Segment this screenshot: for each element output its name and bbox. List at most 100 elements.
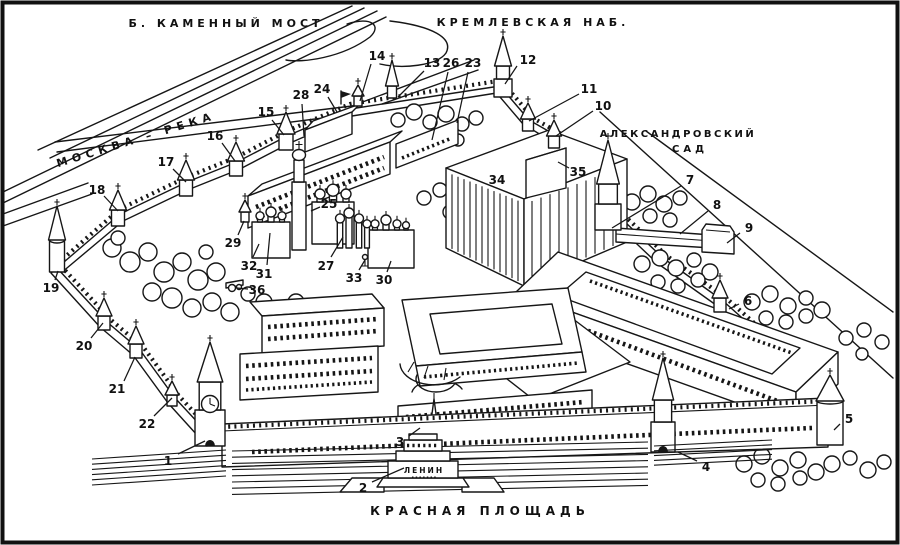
marker-leader-30: [386, 260, 392, 273]
marker-number-16: 16: [207, 129, 224, 143]
tree-icon: [405, 103, 423, 121]
marker-2: 2: [359, 467, 405, 495]
marker-leader-36: [236, 287, 249, 290]
gate-tower: [594, 133, 622, 231]
marker-number-29: 29: [225, 236, 242, 250]
gate-tower: [493, 29, 513, 98]
marker-8: 8: [679, 198, 721, 235]
garden-trees: [102, 103, 892, 492]
marker-number-11: 11: [581, 82, 598, 96]
tree-icon: [240, 286, 256, 302]
tree-icon: [761, 285, 779, 303]
wall-tower: [384, 53, 400, 99]
marker-leader-20: [90, 322, 104, 339]
marker-22: 22: [139, 397, 173, 431]
marker-leader-25: [310, 206, 321, 212]
star-icon: [101, 291, 107, 297]
star-icon: [389, 53, 395, 59]
tree-icon: [110, 230, 126, 246]
star-icon: [551, 113, 557, 119]
star-icon: [500, 29, 506, 35]
administrative-building: [239, 293, 385, 401]
marker-leader-10: [555, 110, 594, 137]
onion-dome-icon: [353, 213, 365, 224]
star-icon: [133, 319, 139, 325]
tree-icon: [686, 252, 702, 268]
marker-number-7: 7: [686, 173, 694, 187]
marker-number-10: 10: [595, 99, 612, 113]
tree-icon: [758, 310, 774, 326]
tree-icon: [859, 461, 877, 479]
tree-icon: [202, 292, 222, 312]
marker-30: 30: [376, 260, 392, 287]
marker-11: 11: [528, 82, 598, 122]
label-mausoleum: ЛЕНИН: [404, 466, 444, 475]
marker-3: 3: [396, 427, 421, 449]
marker-32: 32: [241, 243, 260, 273]
tree-icon: [422, 114, 438, 130]
marker-10: 10: [555, 99, 612, 137]
tree-icon: [138, 242, 158, 262]
tree-icon: [651, 249, 669, 267]
marker-leader-9: [726, 232, 741, 244]
tree-icon: [807, 463, 825, 481]
onion-dome-icon: [370, 219, 380, 229]
tree-icon: [778, 314, 794, 330]
lenin-mausoleum: [339, 433, 505, 493]
presidium-building: [399, 287, 587, 387]
label-embankment: КРЕМЛЕВСКАЯ НАБ.: [437, 16, 630, 29]
tree-icon: [672, 190, 688, 206]
arsenal: [515, 251, 839, 425]
star-icon: [183, 153, 189, 159]
marker-leader-8: [679, 210, 709, 235]
star-icon: [207, 335, 213, 341]
marker-20: 20: [76, 322, 104, 353]
marker-leader-5: [833, 423, 841, 431]
marker-leader-32: [252, 243, 260, 258]
star-icon: [242, 193, 248, 199]
wall-tower: [711, 273, 729, 313]
marker-35: 35: [557, 161, 586, 179]
marker-number-32: 32: [241, 259, 258, 273]
marker-number-17: 17: [158, 155, 175, 169]
onion-dome-icon: [334, 213, 346, 224]
tree-icon: [855, 347, 869, 361]
marker-number-26: 26: [443, 56, 460, 70]
marker-7: 7: [611, 173, 694, 229]
marker-14: 14: [359, 49, 385, 102]
wall-tower: [238, 193, 252, 223]
corner-tower: [47, 199, 67, 273]
marker-number-4: 4: [702, 460, 710, 474]
tree-icon: [161, 287, 183, 309]
tree-icon: [789, 451, 807, 469]
tree-icon: [735, 455, 753, 473]
wall-tower: [226, 135, 246, 177]
onion-dome-icon: [277, 211, 287, 221]
tree-icon: [838, 330, 854, 346]
wall-tower: [108, 183, 128, 227]
marker-number-34: 34: [489, 173, 506, 187]
marker-27: 27: [318, 236, 344, 273]
tree-icon: [667, 259, 685, 277]
marker-33: 33: [346, 259, 366, 285]
tree-icon: [432, 182, 448, 198]
marker-number-1: 1: [164, 454, 172, 468]
marker-number-19: 19: [43, 281, 60, 295]
star-icon: [355, 78, 361, 84]
tree-icon: [876, 454, 892, 470]
marker-number-9: 9: [745, 221, 753, 235]
marker-21: 21: [109, 356, 136, 396]
marker-number-25: 25: [321, 197, 338, 211]
cathedral: [334, 204, 372, 249]
tree-icon: [743, 293, 761, 311]
star-icon: [233, 135, 239, 141]
gate-tower: [650, 351, 676, 453]
tree-icon: [662, 212, 678, 228]
tree-icon: [153, 261, 175, 283]
marker-leader-15: [271, 119, 285, 136]
tree-icon: [220, 302, 240, 322]
marker-leader-1: [177, 440, 206, 455]
marker-leader-19: [54, 270, 59, 281]
